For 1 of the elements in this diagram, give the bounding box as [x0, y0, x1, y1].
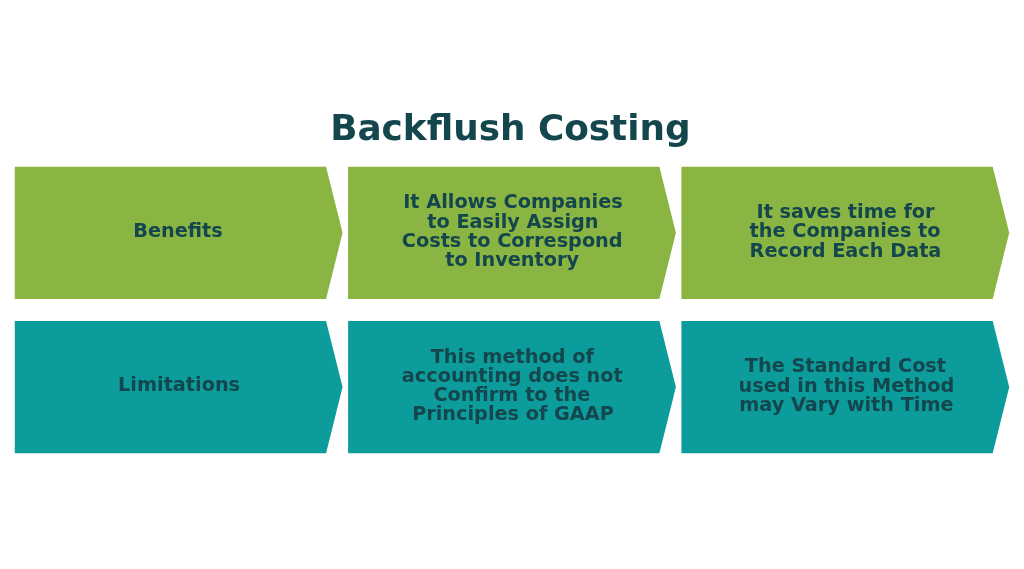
diagram-title: Backflush Costing	[330, 107, 691, 149]
